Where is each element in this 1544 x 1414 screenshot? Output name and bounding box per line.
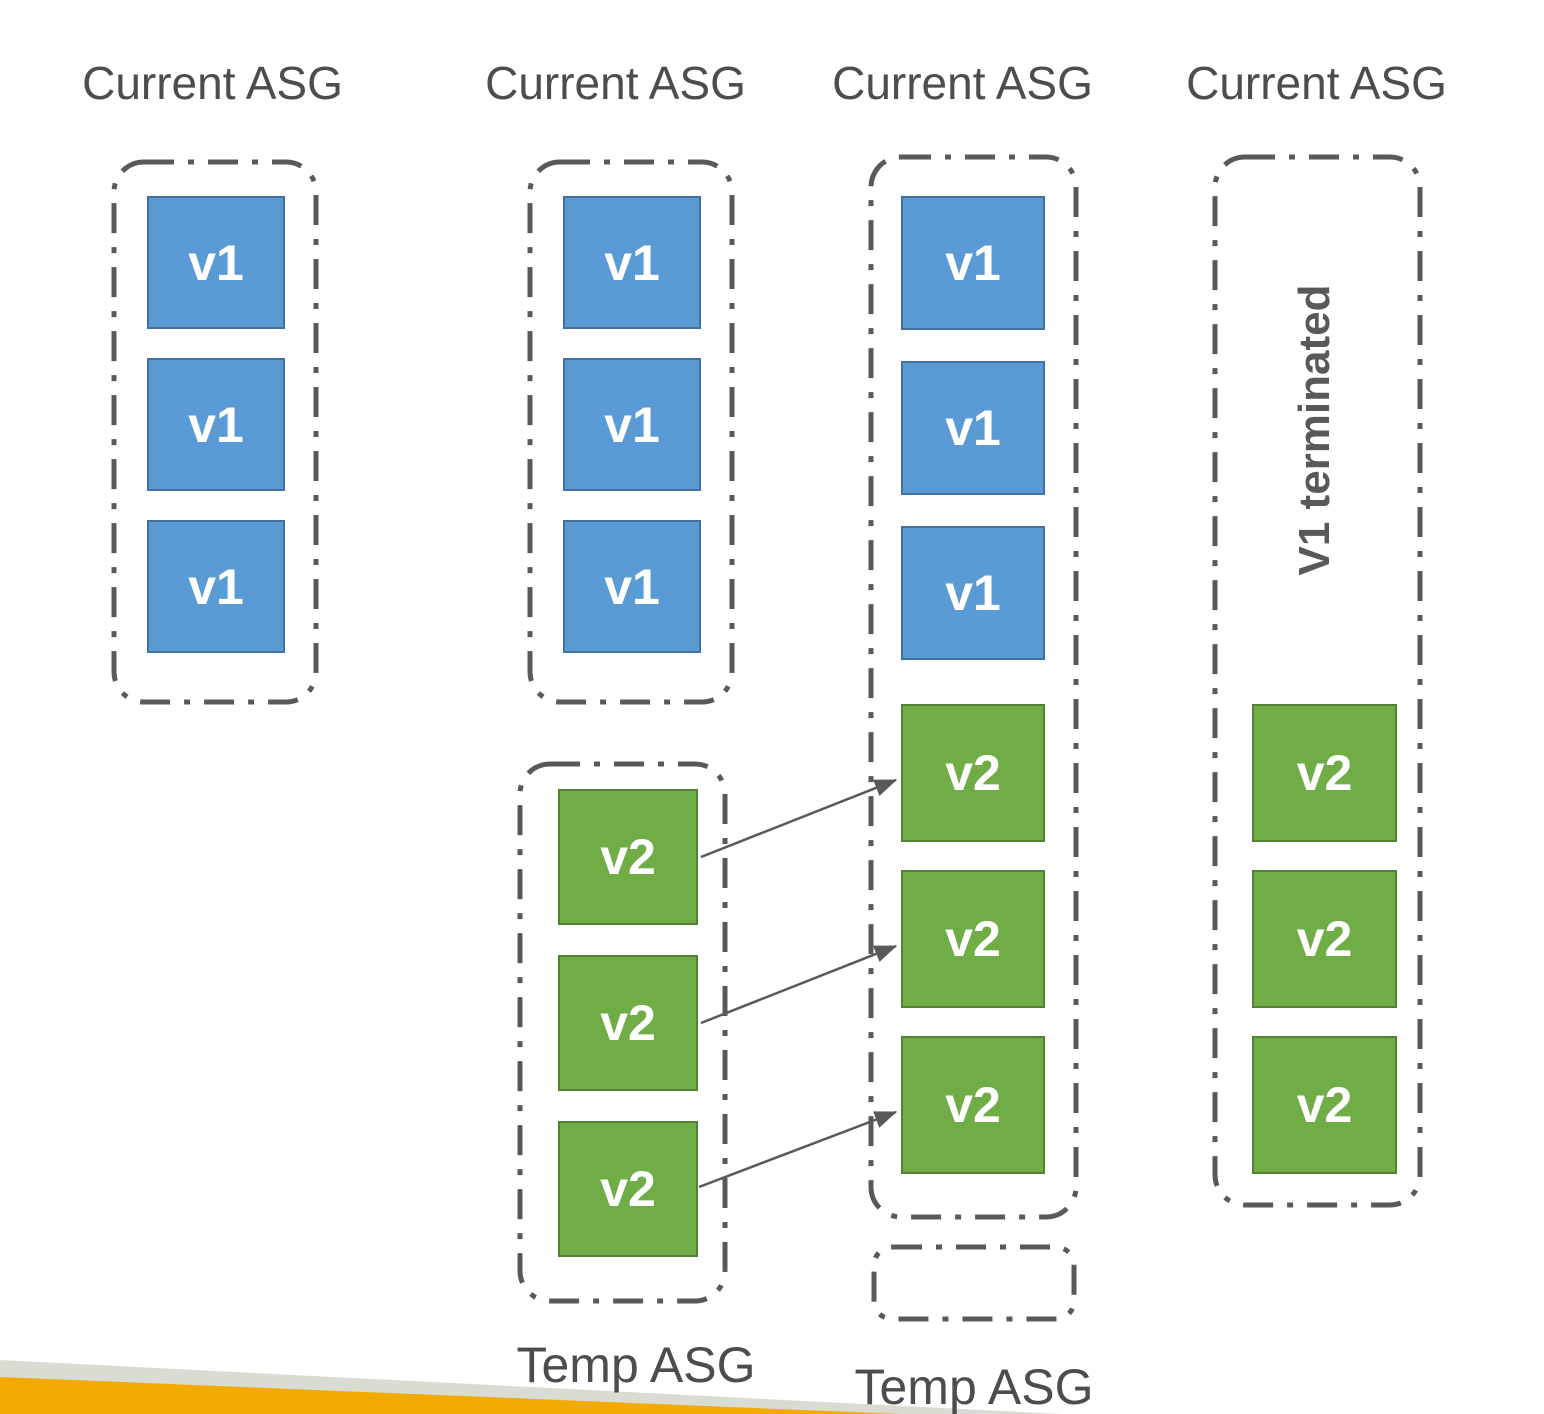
stage4-header: Current ASG <box>1186 57 1447 109</box>
stage1-v1-instance-2: v1 <box>147 358 285 491</box>
stage2-temp-asg-boundary <box>517 761 728 1304</box>
stage3-v2-instance-1: v2 <box>901 704 1045 842</box>
stage3-current-asg-boundary <box>868 154 1079 1220</box>
stage2-header: Current ASG <box>485 57 746 109</box>
stage3-header: Current ASG <box>832 57 1093 109</box>
stage3-v2-instance-2: v2 <box>901 870 1045 1008</box>
stage3-v1-instance-1: v1 <box>901 196 1045 330</box>
stage2-v1-instance-2: v1 <box>563 358 701 491</box>
migration-arrow-1 <box>700 778 898 859</box>
stage3-v1-instance-2: v1 <box>901 361 1045 495</box>
footer-stripe-orange <box>0 1377 900 1414</box>
stage4-v1-terminated-note: V1 terminated <box>1290 284 1339 576</box>
stage4-v2-instance-2: v2 <box>1252 870 1397 1008</box>
stage3-v1-instance-3: v1 <box>901 526 1045 660</box>
stage2-temp-v2-instance-1: v2 <box>558 789 698 925</box>
stage2-v1-instance-3: v1 <box>563 520 701 653</box>
stage3-temp-asg-boundary <box>871 1244 1077 1322</box>
stage2-temp-asg-label: Temp ASG <box>516 1337 756 1393</box>
stage1-header: Current ASG <box>82 57 343 109</box>
stage2-current-asg-boundary <box>527 159 735 705</box>
stage1-v1-instance-1: v1 <box>147 196 285 329</box>
stage3-v2-instance-3: v2 <box>901 1036 1045 1174</box>
stage1-v1-instance-3: v1 <box>147 520 285 653</box>
stage2-temp-v2-instance-2: v2 <box>558 955 698 1091</box>
migration-arrow-2 <box>700 944 898 1025</box>
stage2-v1-instance-1: v1 <box>563 196 701 329</box>
stage4-current-asg-boundary <box>1212 154 1423 1208</box>
stage3-temp-asg-label: Temp ASG <box>854 1359 1094 1414</box>
stage4-v2-instance-1: v2 <box>1252 704 1397 842</box>
stage2-temp-v2-instance-3: v2 <box>558 1121 698 1257</box>
stage1-current-asg-boundary <box>111 159 319 705</box>
migration-arrow-3 <box>698 1110 898 1189</box>
stage4-v2-instance-3: v2 <box>1252 1036 1397 1174</box>
